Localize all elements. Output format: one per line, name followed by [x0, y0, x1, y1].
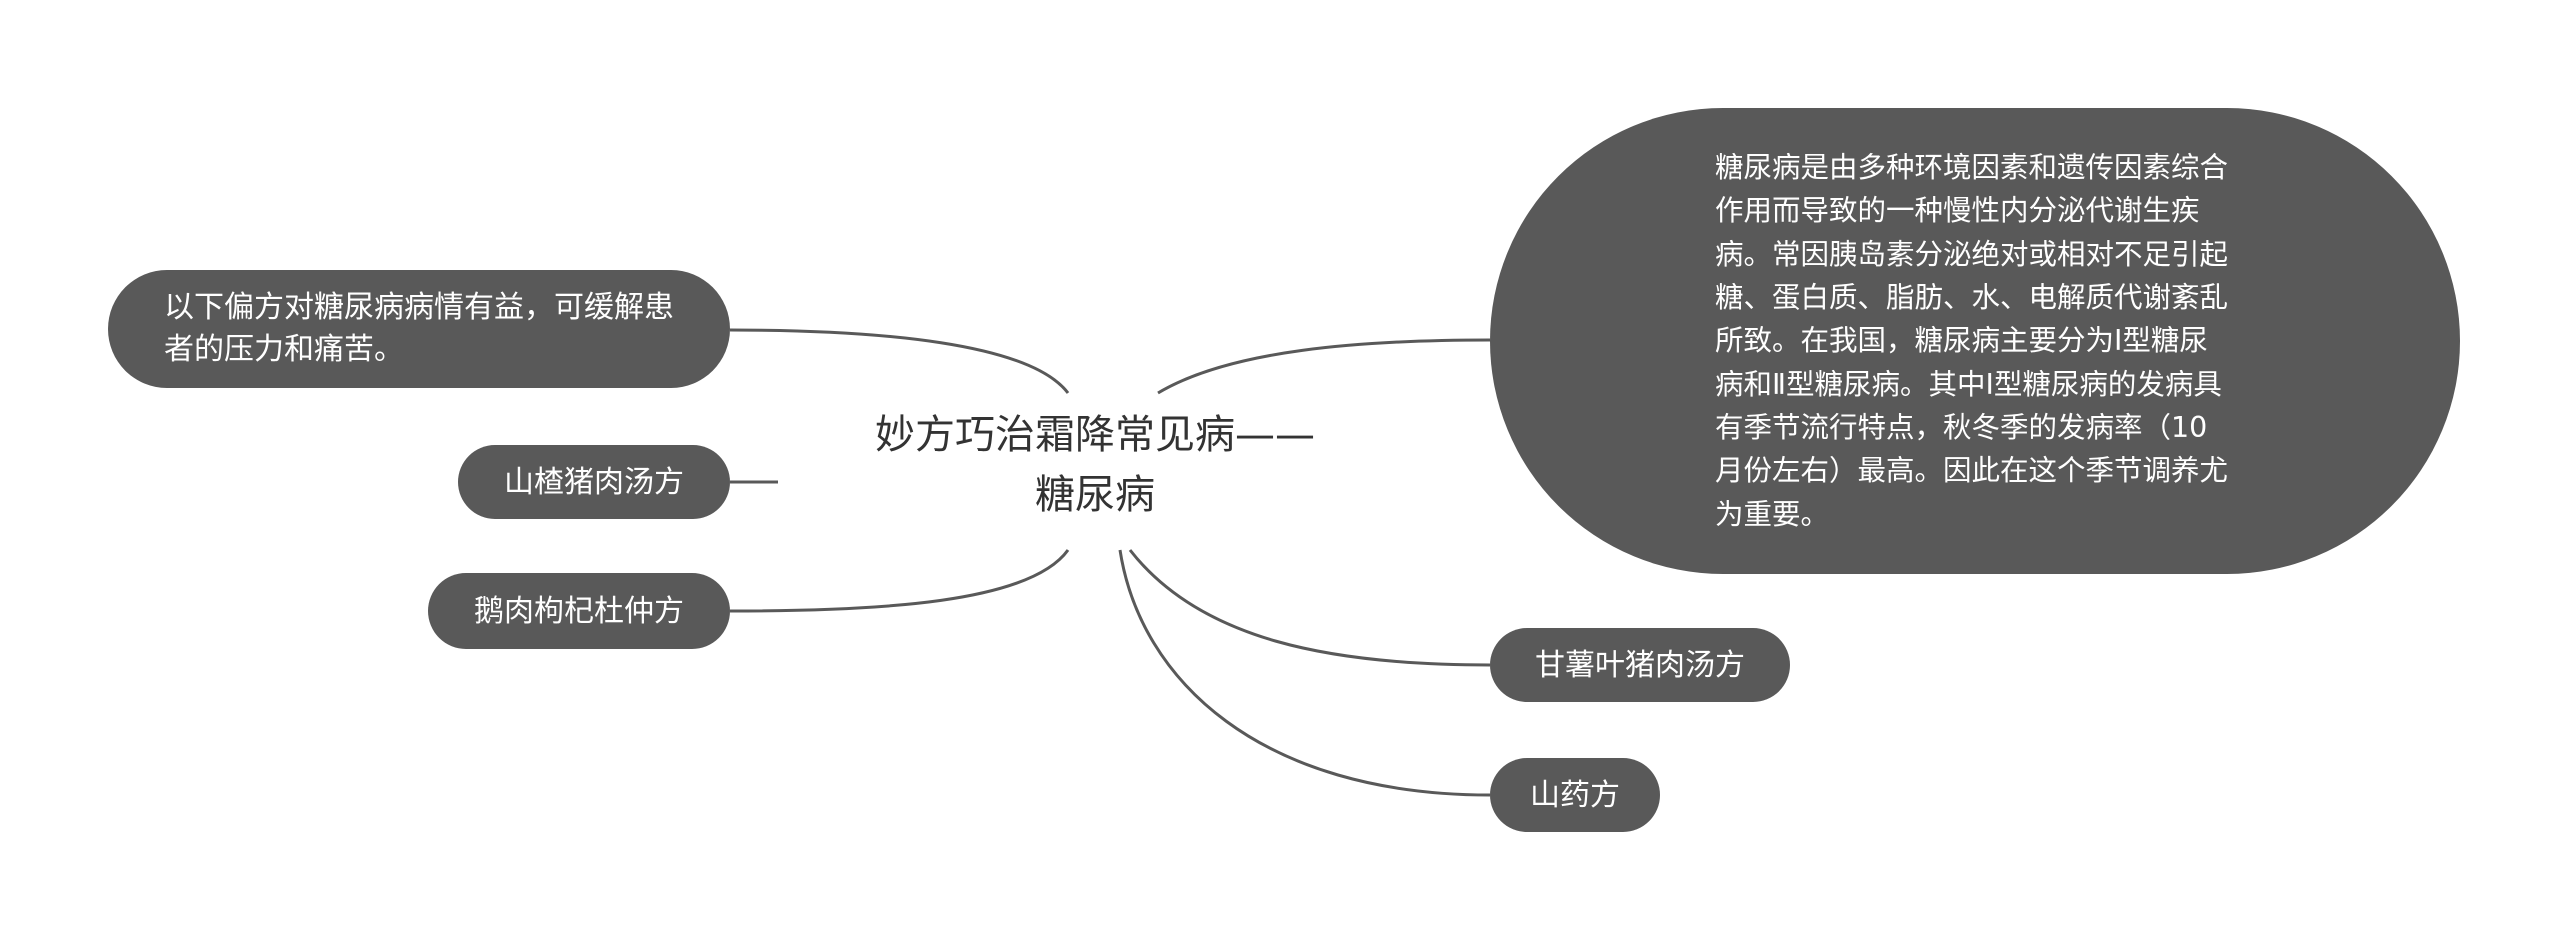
topic-remedy-hawthorn[interactable]: 山楂猪肉汤方 — [458, 445, 730, 519]
central-topic-line1: 妙方巧治霜降常见病—— — [875, 412, 1315, 458]
topic-remedy-goose[interactable]: 鹅肉枸杞杜仲方 — [428, 573, 730, 649]
topic-remedy-hawthorn-label: 山楂猪肉汤方 — [504, 464, 684, 500]
topic-intro[interactable]: 以下偏方对糖尿病病情有益，可缓解患者的压力和痛苦。 — [108, 270, 730, 388]
link-description — [1157, 338, 1491, 395]
topic-remedy-yam-label: 山药方 — [1530, 777, 1620, 813]
link-intro — [729, 328, 1070, 394]
link-goose — [729, 549, 1070, 613]
topic-remedy-goose-label: 鹅肉枸杞杜仲方 — [474, 593, 684, 629]
topic-description-text: 糖尿病是由多种环境因素和遗传因素综合作用而导致的一种慢性内分泌代谢生疾病。常因胰… — [1715, 151, 2229, 531]
topic-remedy-yam[interactable]: 山药方 — [1490, 758, 1660, 832]
topic-description[interactable]: 糖尿病是由多种环境因素和遗传因素综合作用而导致的一种慢性内分泌代谢生疾病。常因胰… — [1490, 108, 2460, 574]
central-topic-line2: 糖尿病 — [1035, 472, 1155, 518]
topic-remedy-sweet-potato-leaf-label: 甘薯叶猪肉汤方 — [1535, 647, 1745, 683]
link-yam — [1118, 549, 1491, 797]
topic-remedy-sweet-potato-leaf[interactable]: 甘薯叶猪肉汤方 — [1490, 628, 1790, 702]
link-sweet-potato-leaf — [1128, 549, 1491, 667]
central-topic[interactable]: 妙方巧治霜降常见病—— 糖尿病 — [810, 405, 1380, 525]
topic-intro-text: 以下偏方对糖尿病病情有益，可缓解患者的压力和痛苦。 — [164, 290, 674, 367]
